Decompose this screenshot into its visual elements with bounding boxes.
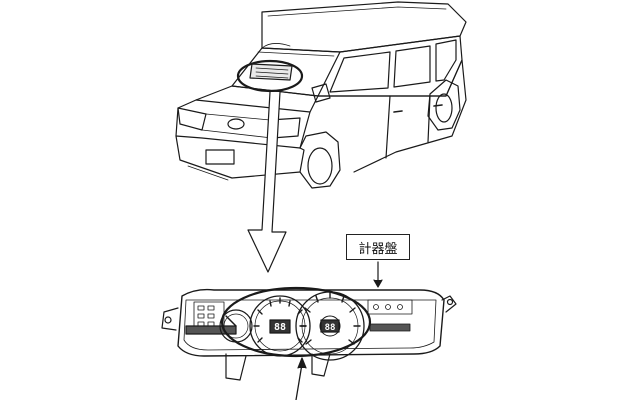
bottom-pointer-line: [295, 363, 303, 401]
side-mirror: [311, 83, 331, 103]
body-side: [317, 59, 467, 173]
rear-quarter-window: [435, 39, 457, 82]
cluster-housing: [177, 288, 445, 357]
bottom-tab-left: [225, 353, 247, 381]
sliding-door-window: [393, 45, 431, 88]
license-plate: [205, 149, 235, 165]
speedometer: 88: [295, 291, 365, 361]
front-emblem: [227, 118, 245, 130]
tach-digital-display: [269, 319, 291, 334]
speed-digital-text: 88: [325, 323, 336, 333]
tach-digital-text: 88: [274, 322, 286, 333]
callout-label: 計器盤: [358, 241, 398, 257]
vehicle-highlight-ellipse: [236, 59, 304, 93]
rear-wheel: [427, 79, 461, 131]
instrument-cluster: 88 88: [161, 286, 457, 401]
callout-pointer: [373, 261, 383, 288]
right-indicator-panel: [367, 299, 413, 332]
front-wheel: [299, 131, 341, 189]
front-door-window: [329, 51, 391, 93]
cluster-on-vehicle: [249, 43, 293, 81]
callout-label-box: 計器盤: [346, 234, 410, 260]
odometer-strip: [185, 325, 237, 335]
zoom-arrow: [247, 91, 287, 273]
front-bumper: [175, 135, 305, 179]
headlight-left: [177, 107, 207, 131]
cluster-highlight-ellipse: [220, 286, 372, 358]
speed-digital-display: [320, 319, 340, 333]
left-mount: [161, 307, 179, 331]
right-mount: [441, 295, 457, 313]
minivan-illustration: [175, 1, 467, 189]
bottom-tab-right: [311, 353, 331, 377]
